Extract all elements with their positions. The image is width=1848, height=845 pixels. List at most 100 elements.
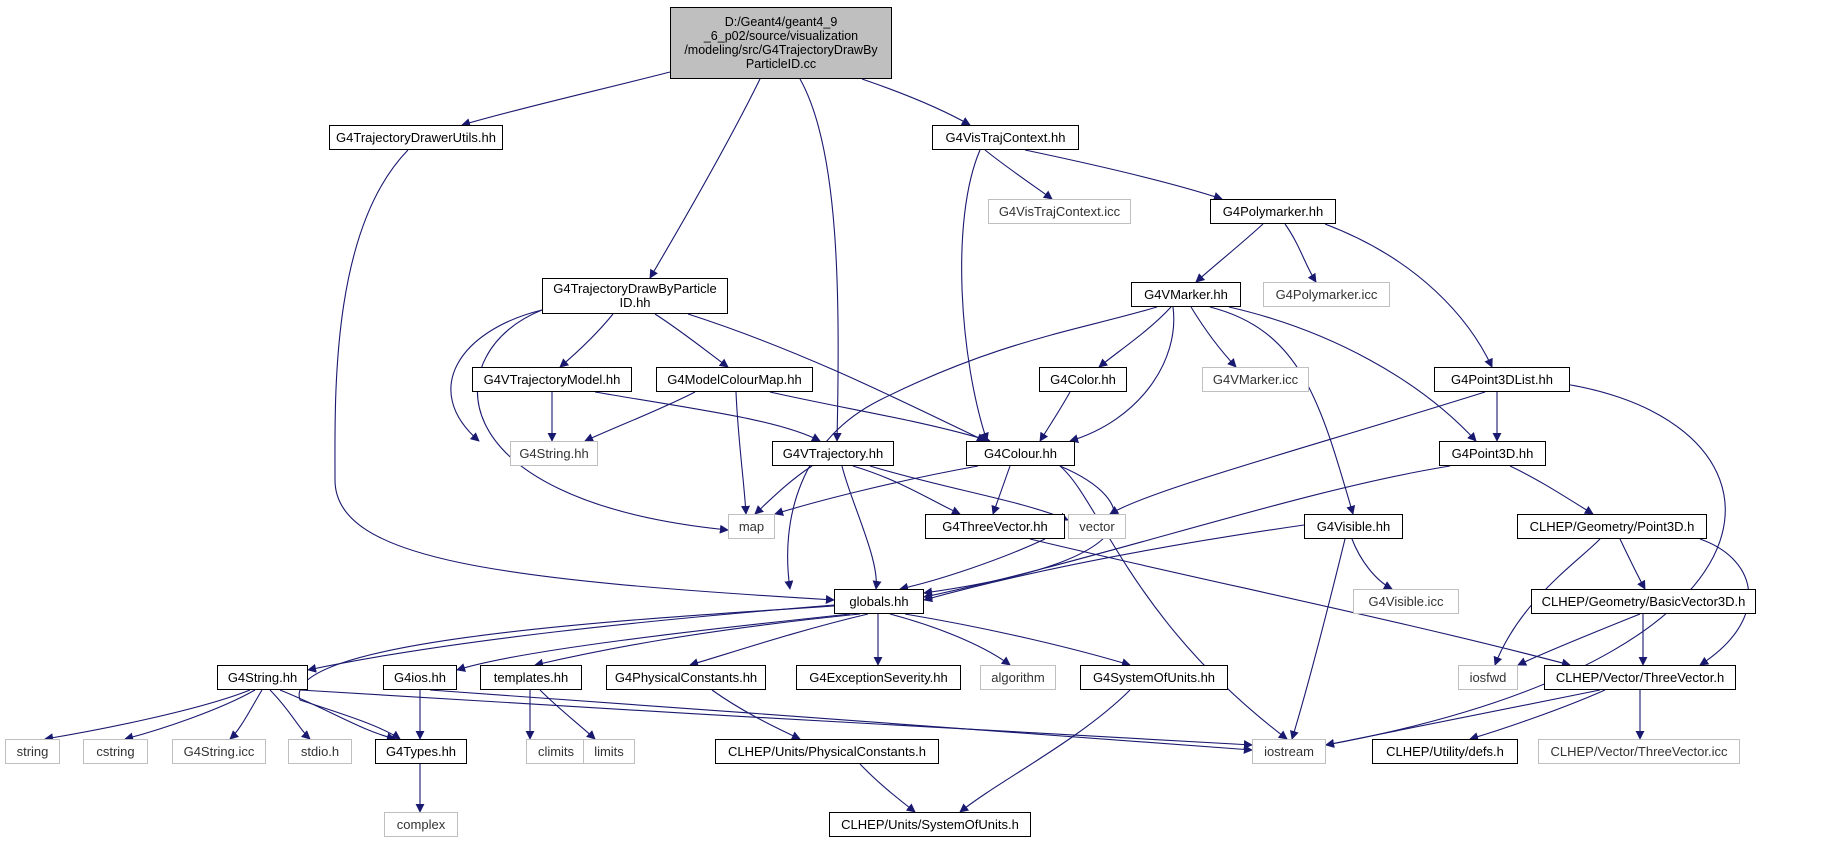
edge-to-g4colour xyxy=(769,391,991,443)
node-vis-traj-context[interactable]: G4VisTrajContext.hh xyxy=(932,125,1079,150)
node-clhep-threevector-icc: CLHEP/Vector/ThreeVector.icc xyxy=(1538,739,1740,764)
node-point3dlist[interactable]: G4Point3DList.hh xyxy=(1434,367,1570,392)
node-vector: vector xyxy=(1068,514,1126,539)
edge-to-physical-constants xyxy=(689,613,869,667)
node-vtrajectory-model[interactable]: G4VTrajectoryModel.hh xyxy=(472,367,632,392)
node-polymarker[interactable]: G4Polymarker.hh xyxy=(1210,199,1336,224)
node-clhep-basicvector3d[interactable]: CLHEP/Geometry/BasicVector3D.h xyxy=(1531,589,1756,614)
node-g4types[interactable]: G4Types.hh xyxy=(375,739,467,764)
edge-to-templates xyxy=(534,613,861,668)
node-iosfwd: iosfwd xyxy=(1458,665,1518,690)
edge-to-clhep-defs xyxy=(1469,689,1606,741)
edge-to-clhep-basicvector3d xyxy=(1619,538,1646,590)
edge-to-g4colour xyxy=(687,313,986,442)
edge-to-three-vector-g4 xyxy=(852,465,961,515)
edge-to-g4string-ext xyxy=(584,391,696,442)
edge-to-draw-by-particle-id xyxy=(649,78,761,279)
edge-to-iostream xyxy=(1290,538,1346,740)
edge-to-globals xyxy=(923,524,1305,603)
edge-to-vector xyxy=(1109,391,1486,515)
node-point3d[interactable]: G4Point3D.hh xyxy=(1439,441,1546,466)
node-string: string xyxy=(5,739,60,764)
edge-to-vtrajectory xyxy=(799,78,842,442)
edge-to-g4colour xyxy=(1039,391,1071,442)
edge-to-vmarker xyxy=(1195,223,1264,283)
node-limits: limits xyxy=(583,739,635,764)
node-globals[interactable]: globals.hh xyxy=(834,589,924,614)
node-three-vector-g4[interactable]: G4ThreeVector.hh xyxy=(925,514,1065,539)
node-visible-icc: G4Visible.icc xyxy=(1353,589,1459,614)
node-visible[interactable]: G4Visible.hh xyxy=(1304,514,1403,539)
edge-to-vmarker-icc xyxy=(1190,306,1237,368)
edge-to-map xyxy=(774,465,979,516)
edge-to-cstring xyxy=(124,689,256,742)
edge-to-globals xyxy=(899,538,1046,592)
node-draw-by-particle-id[interactable]: G4TrajectoryDrawByParticle ID.hh xyxy=(542,278,728,314)
node-drawer-utils[interactable]: G4TrajectoryDrawerUtils.hh xyxy=(329,125,503,150)
node-clhep-point3d[interactable]: CLHEP/Geometry/Point3D.h xyxy=(1517,514,1707,539)
edge-to-clhep-system-of-units xyxy=(859,763,916,813)
edge-to-g4string-icc xyxy=(229,689,263,740)
edge-to-vtrajectory-model xyxy=(559,313,614,368)
node-stdio: stdio.h xyxy=(288,739,352,764)
edge-to-map xyxy=(735,391,751,515)
edge-to-iostream xyxy=(1325,379,1726,748)
node-templates[interactable]: templates.hh xyxy=(480,665,582,690)
node-model-colour-map[interactable]: G4ModelColourMap.hh xyxy=(656,367,813,392)
edge-to-iosfwd xyxy=(1493,538,1601,666)
edge-to-globals xyxy=(841,465,882,590)
edge-to-clhep-point3d xyxy=(1509,465,1594,515)
node-clhep-defs[interactable]: CLHEP/Utility/defs.h xyxy=(1372,739,1518,764)
edge-to-g4types xyxy=(279,689,396,742)
node-vis-traj-context-icc: G4VisTrajContext.icc xyxy=(988,199,1131,224)
edge-to-globals xyxy=(334,149,835,605)
node-physical-constants[interactable]: G4PhysicalConstants.hh xyxy=(606,665,766,690)
edge-to-g4colour xyxy=(961,149,989,442)
edge-to-iostream xyxy=(1325,689,1601,748)
edge-to-point3dlist xyxy=(1324,223,1493,368)
edge-to-algorithm xyxy=(889,613,1011,666)
edge-to-limits xyxy=(539,689,596,740)
edge-to-map xyxy=(476,309,729,534)
edge-to-system-of-units xyxy=(904,613,1131,667)
edge-to-vis-traj-context xyxy=(861,78,971,126)
edge-to-polymarker xyxy=(1024,149,1223,201)
node-polymarker-icc: G4Polymarker.icc xyxy=(1263,282,1390,307)
node-algorithm: algorithm xyxy=(980,665,1056,690)
edge-to-g4string-ext xyxy=(450,309,543,442)
edge-to-iostream xyxy=(1059,465,1288,740)
edge-to-model-colour-map xyxy=(654,313,729,368)
edge-to-stdio xyxy=(269,689,311,740)
edge-to-g4ios xyxy=(456,613,851,672)
node-cstring: cstring xyxy=(83,739,148,764)
node-climits: climits xyxy=(526,739,586,764)
node-root: D:/Geant4/geant4_9 _6_p02/source/visuali… xyxy=(670,7,892,79)
edge-to-g4string xyxy=(307,604,835,673)
node-complex: complex xyxy=(384,812,458,837)
edge-to-map xyxy=(754,465,813,515)
node-map: map xyxy=(728,514,775,539)
edge-to-visible-icc xyxy=(1351,538,1393,590)
node-vmarker[interactable]: G4VMarker.hh xyxy=(1131,282,1241,307)
edge-to-iostream xyxy=(299,689,1253,750)
node-g4string[interactable]: G4String.hh xyxy=(217,665,308,690)
edge-to-visible xyxy=(1209,306,1356,515)
node-clhep-threevector[interactable]: CLHEP/Vector/ThreeVector.h xyxy=(1544,665,1736,690)
edge-to-polymarker-icc xyxy=(1284,223,1317,283)
node-clhep-physical-constants[interactable]: CLHEP/Units/PhysicalConstants.h xyxy=(715,739,939,764)
node-iostream: iostream xyxy=(1252,739,1326,764)
edge-to-clhep-threevector xyxy=(1029,538,1571,668)
edge-to-iosfwd xyxy=(1517,613,1641,666)
node-vmarker-icc: G4VMarker.icc xyxy=(1202,367,1309,392)
node-g4color[interactable]: G4Color.hh xyxy=(1039,367,1127,392)
node-exception-severity[interactable]: G4ExceptionSeverity.hh xyxy=(796,665,961,690)
node-system-of-units[interactable]: G4SystemOfUnits.hh xyxy=(1080,665,1228,690)
edge-to-g4color xyxy=(1098,306,1172,368)
edge-to-g4types xyxy=(298,605,835,740)
node-vtrajectory[interactable]: G4VTrajectory.hh xyxy=(772,441,894,466)
node-g4string-ext: G4String.hh xyxy=(510,441,598,466)
node-clhep-system-of-units[interactable]: CLHEP/Units/SystemOfUnits.h xyxy=(829,812,1031,837)
node-g4ios[interactable]: G4ios.hh xyxy=(383,665,457,690)
edge-to-vector xyxy=(869,465,1069,522)
node-g4colour[interactable]: G4Colour.hh xyxy=(966,441,1075,466)
